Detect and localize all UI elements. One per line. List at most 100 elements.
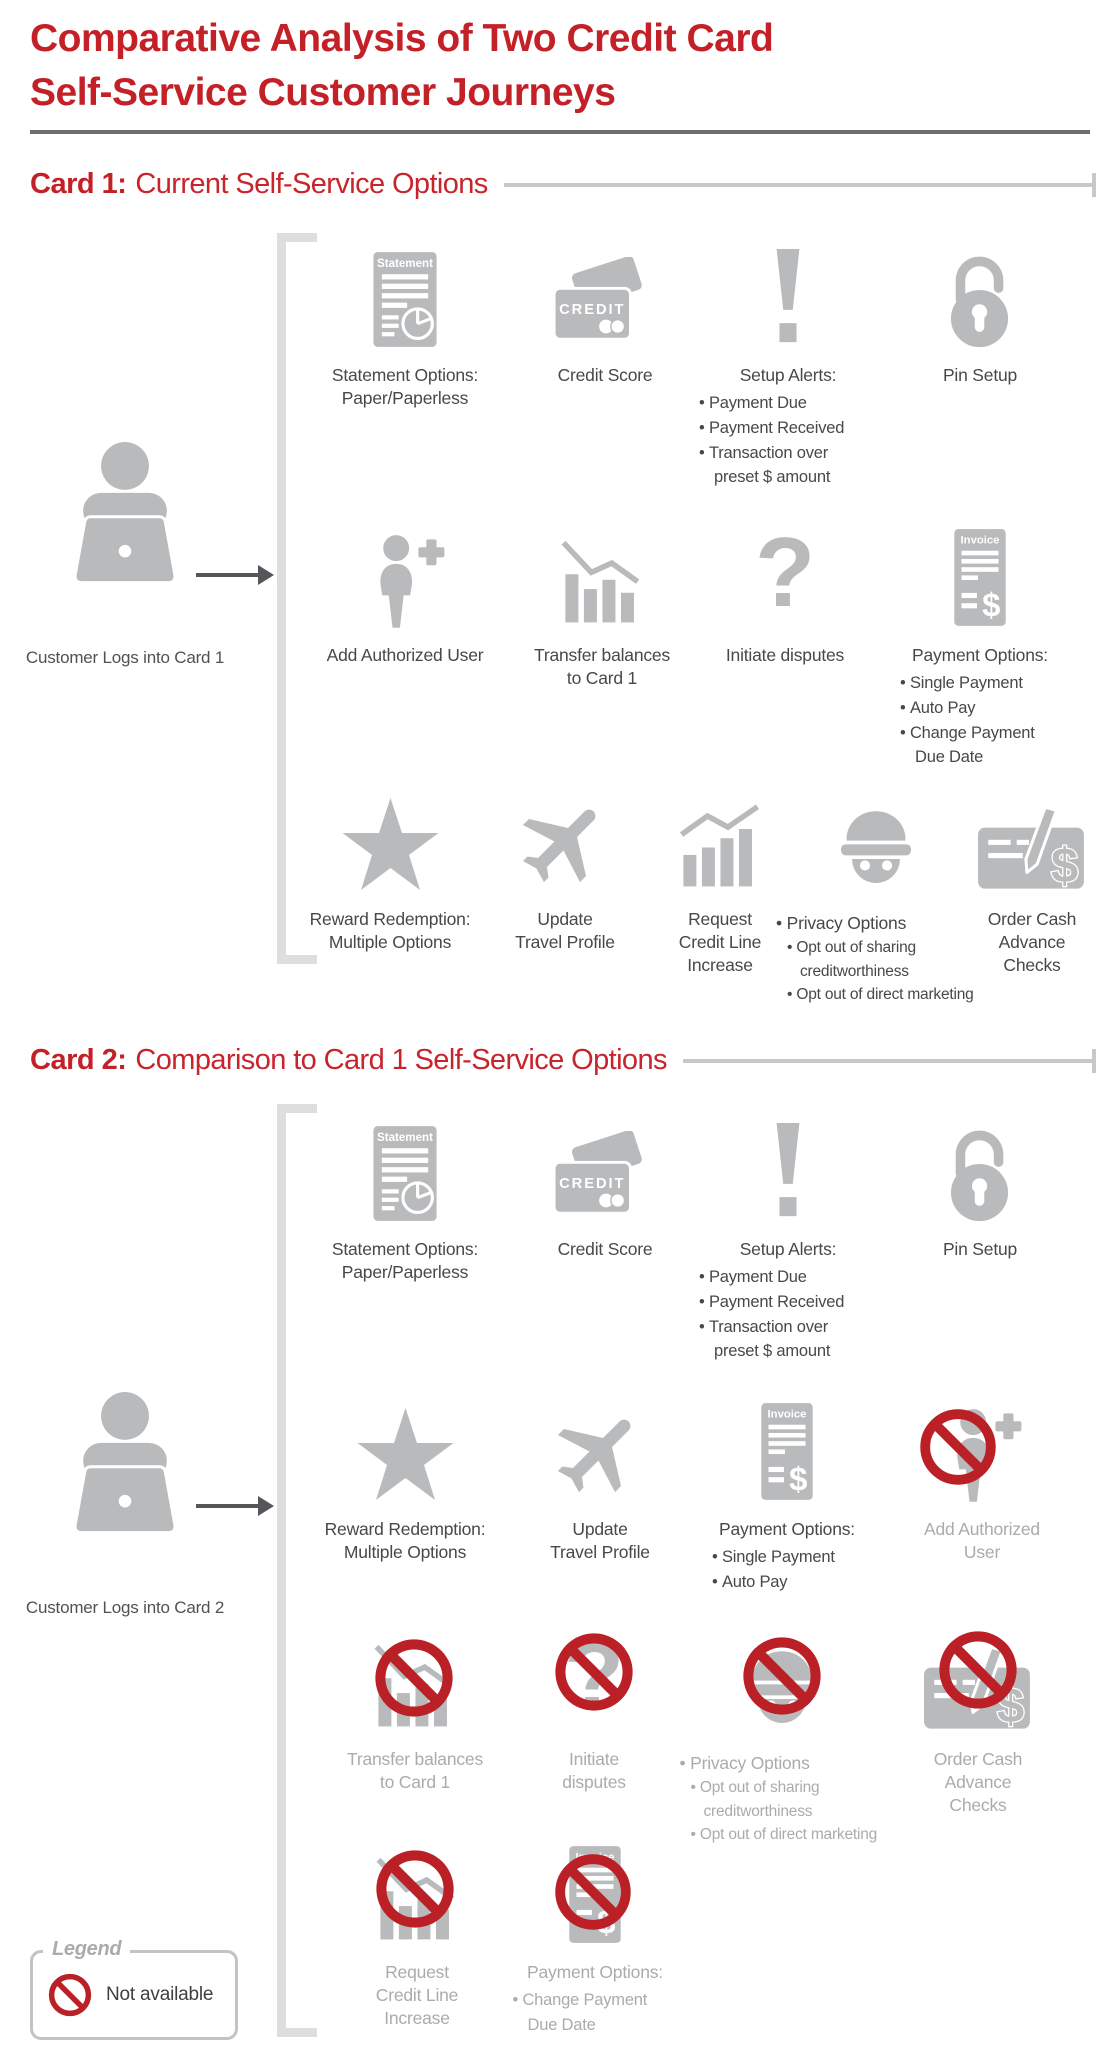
person-at-laptop-icon: [50, 1392, 200, 1564]
question-mark-icon: [753, 525, 817, 630]
privacy-bullet: Opt out of sharing creditworthiness: [776, 936, 976, 983]
feature-transfer-balances: Transfer balances to Card 1: [502, 518, 702, 690]
page-title: Comparative Analysis of Two Credit Card …: [30, 17, 774, 114]
feature-pin-setup: Pin Setup: [890, 238, 1070, 387]
feature-privacy-options: Privacy Options Opt out of sharing credi…: [770, 782, 982, 1006]
padlock-icon: [930, 250, 1030, 350]
card1-customer: [50, 442, 200, 619]
feature-credit-score: Credit Score: [505, 238, 705, 387]
feature-order-cash-advance-checks: Order Cash Advance Checks: [957, 782, 1104, 977]
person-at-laptop-icon: [50, 442, 200, 614]
privacy-bullet: Privacy Options: [680, 1750, 885, 1776]
card2-customer: [50, 1392, 200, 1569]
title-divider: [30, 130, 1090, 134]
alert-bullet: Payment Received: [699, 416, 877, 441]
card2-feature-transfer-balances-unavailable: Transfer balances to Card 1: [315, 1622, 515, 1794]
person-plus-icon: [938, 1406, 1026, 1504]
card2-bracket-top-flange: [277, 1104, 317, 1113]
airplane-icon: [514, 792, 616, 894]
privacy-bullet: Opt out of sharing creditworthiness: [680, 1776, 885, 1823]
card2-feature-request-credit-line-unavailable: Request Credit Line Increase: [337, 1835, 497, 2030]
card2-feature-credit-score: Credit Score: [505, 1112, 705, 1261]
invoice-icon: [559, 1844, 631, 1947]
statement-document-icon: [368, 250, 442, 350]
feature-update-travel-profile: Update Travel Profile: [480, 782, 650, 954]
credit-card-icon: [546, 1131, 664, 1224]
arrow-head-icon: [258, 565, 274, 585]
alert-bullet: Payment Due: [699, 1265, 877, 1290]
card1-bracket-bottom-flange: [277, 955, 317, 964]
card2-feature-pin-setup: Pin Setup: [890, 1112, 1070, 1261]
feature-initiate-disputes: Initiate disputes: [685, 518, 885, 667]
card2-feature-initiate-disputes-unavailable: Initiate disputes: [514, 1622, 674, 1794]
declining-bar-chart-icon: [371, 1641, 459, 1734]
payment-bullet: Single Payment: [712, 1545, 862, 1570]
alert-bullet: Payment Received: [699, 1290, 877, 1315]
feature-setup-alerts: Setup Alerts: Payment Due Payment Receiv…: [688, 238, 888, 490]
person-plus-icon: [361, 532, 449, 630]
padlock-icon: [930, 1124, 1030, 1224]
feature-request-credit-line: Request Credit Line Increase: [645, 782, 795, 977]
payment-bullet: Auto Pay: [712, 1570, 862, 1595]
card1-heading-prefix: Card 1:: [30, 168, 127, 200]
payment-bullet: Change Payment Due Date: [900, 721, 1060, 771]
card1-heading-rule: [503, 182, 1092, 187]
burglar-icon: [736, 1642, 828, 1734]
credit-card-icon: [546, 257, 664, 350]
card2-feature-setup-alerts: Setup Alerts: Payment Due Payment Receiv…: [688, 1112, 888, 1364]
feature-payment-options: Payment Options: Single Payment Auto Pay…: [880, 518, 1080, 770]
airplane-icon: [549, 1402, 651, 1504]
card1-login-arrow: [196, 565, 274, 585]
check-with-pen-icon: [976, 807, 1088, 894]
card2-feature-update-travel-profile: Update Travel Profile: [515, 1392, 685, 1564]
payment-bullet: Change Payment Due Date: [513, 1988, 678, 2038]
card2-feature-statement-options: Statement Options: Paper/Paperless: [300, 1112, 510, 1284]
privacy-bullet: Opt out of direct marketing: [680, 1823, 885, 1846]
star-icon: [353, 1404, 458, 1504]
burglar-icon: [830, 802, 922, 894]
legend-title: Legend: [43, 1938, 131, 1961]
invoice-icon: [944, 527, 1016, 630]
legend-not-available-label: Not available: [106, 1984, 214, 2005]
privacy-bullet: Privacy Options: [776, 910, 976, 936]
feature-statement-options: Statement Options: Paper/Paperless: [300, 238, 510, 410]
card2-heading-prefix: Card 2:: [30, 1044, 127, 1076]
payment-bullet: Single Payment: [900, 671, 1060, 696]
card1-login-label: Customer Logs into Card 1: [25, 648, 225, 667]
feature-reward-redemption: Reward Redemption: Multiple Options: [280, 782, 500, 954]
card2-feature-order-cash-advance-checks-unavailable: Order Cash Advance Checks: [898, 1622, 1058, 1817]
alert-exclamation-icon: [769, 245, 807, 350]
card2-bracket-bottom-flange: [277, 2028, 317, 2037]
card1-bracket: [277, 233, 286, 964]
feature-add-authorized-user: Add Authorized User: [295, 518, 515, 667]
card2-bracket: [277, 1104, 286, 2037]
declining-bar-chart-icon: [558, 537, 646, 630]
card2-login-arrow: [196, 1496, 274, 1516]
arrow-shaft: [196, 1504, 258, 1508]
arrow-shaft: [196, 573, 258, 577]
invoice-icon: [751, 1401, 823, 1504]
card2-heading-title: Comparison to Card 1 Self-Service Option…: [135, 1044, 667, 1076]
arrow-head-icon: [258, 1496, 274, 1516]
privacy-bullet: Opt out of direct marketing: [776, 983, 976, 1006]
card2-heading-rule: [682, 1058, 1092, 1063]
card1-section-header: Card 1: Current Self-Service Options: [30, 168, 1096, 201]
card2-feature-reward-redemption: Reward Redemption: Multiple Options: [295, 1392, 515, 1564]
alert-bullet: Payment Due: [699, 391, 877, 416]
card2-section-header: Card 2: Comparison to Card 1 Self-Servic…: [30, 1044, 1096, 1077]
check-with-pen-icon: [922, 1647, 1034, 1734]
rising-bar-chart-icon: [676, 801, 764, 894]
alert-bullet: Transaction over preset $ amount: [699, 441, 877, 491]
alert-exclamation-icon: [769, 1119, 807, 1224]
card2-feature-privacy-options-unavailable: Privacy Options Opt out of sharing credi…: [672, 1622, 892, 1846]
card1-bracket-top-flange: [277, 233, 317, 242]
card2-login-label: Customer Logs into Card 2: [25, 1598, 225, 1617]
card2-feature-add-authorized-user-unavailable: Add Authorized User: [887, 1392, 1077, 1564]
legend-box: Legend Not available: [30, 1938, 238, 2040]
declining-bar-chart-icon: [373, 1854, 461, 1947]
card1-heading-title: Current Self-Service Options: [135, 168, 488, 200]
card2-heading-rule-cap: [1091, 1048, 1096, 1073]
alert-bullet: Transaction over preset $ amount: [699, 1315, 877, 1365]
card2-feature-payment-options: Payment Options: Single Payment Auto Pay: [687, 1392, 887, 1595]
